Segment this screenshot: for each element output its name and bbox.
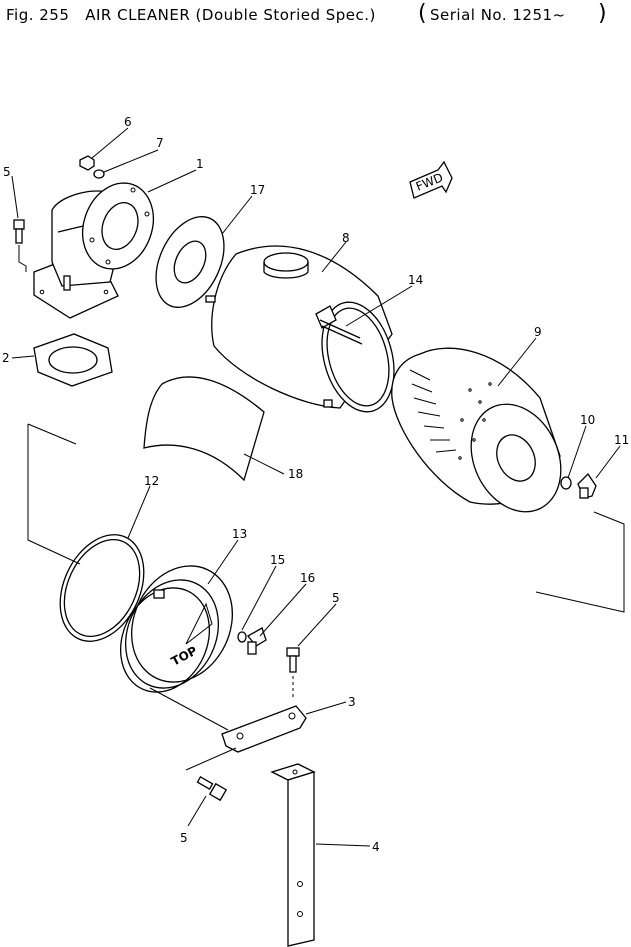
callout-2: 2 bbox=[2, 351, 10, 365]
serial-range: Serial No. 1251~ bbox=[430, 6, 566, 24]
callout-5-center: 5 bbox=[332, 591, 340, 605]
part-11-wing-nut bbox=[577, 472, 597, 499]
callout-8: 8 bbox=[342, 231, 350, 245]
part-16-wing-bolt bbox=[247, 627, 267, 655]
assembly-guide-lines bbox=[27, 423, 625, 771]
part-14-band-clamp bbox=[315, 305, 363, 345]
part-1-elbow-housing bbox=[33, 182, 154, 319]
callout-11: 11 bbox=[614, 433, 629, 447]
callout-14: 14 bbox=[408, 273, 423, 287]
callout-9: 9 bbox=[534, 325, 542, 339]
callout-12: 12 bbox=[144, 474, 159, 488]
part-4-stay bbox=[270, 763, 316, 947]
callout-5-upper: 5 bbox=[3, 165, 11, 179]
figure-title: AIR CLEANER (Double Storied Spec.) bbox=[85, 6, 376, 24]
part-12-o-ring bbox=[59, 534, 145, 642]
serial-open-paren: ( bbox=[418, 1, 427, 26]
figure-caption: Fig. 255 AIR CLEANER (Double Storied Spe… bbox=[6, 6, 376, 24]
part-5-bolt-lower-left bbox=[196, 776, 228, 802]
part-3-bracket bbox=[221, 705, 307, 753]
callout-3: 3 bbox=[348, 695, 356, 709]
callout-18: 18 bbox=[288, 467, 303, 481]
part-2-gasket bbox=[33, 333, 113, 387]
part-15-washer bbox=[237, 631, 247, 643]
figure-number: Fig. 255 bbox=[6, 6, 70, 24]
part-5-bolt-center bbox=[286, 647, 300, 700]
callout-4: 4 bbox=[372, 840, 380, 854]
callout-16: 16 bbox=[300, 571, 315, 585]
callout-5-lower: 5 bbox=[180, 831, 188, 845]
callout-13: 13 bbox=[232, 527, 247, 541]
part-13-dust-cover: TOP bbox=[119, 565, 234, 693]
callout-7: 7 bbox=[156, 136, 164, 150]
part-18-cover-sheet bbox=[143, 376, 265, 482]
part-10-washer bbox=[560, 476, 572, 490]
part-7-washer bbox=[93, 169, 105, 179]
callout-17: 17 bbox=[250, 183, 265, 197]
callout-6: 6 bbox=[124, 115, 132, 129]
callout-numbers: 6 7 1 5 17 8 14 9 2 10 11 18 12 13 15 16… bbox=[2, 115, 629, 854]
forward-direction-marker: FWD bbox=[409, 160, 453, 199]
callout-15: 15 bbox=[270, 553, 285, 567]
part-6-nut bbox=[79, 155, 95, 171]
part-9-filter-element bbox=[391, 347, 562, 513]
callout-leader-lines bbox=[11, 127, 621, 847]
callout-10: 10 bbox=[580, 413, 595, 427]
part-5-bolt-upper-left bbox=[13, 219, 27, 272]
callout-1: 1 bbox=[196, 157, 204, 171]
serial-close-paren: ) bbox=[598, 1, 607, 26]
figure-header: Fig. 255 AIR CLEANER (Double Storied Spe… bbox=[0, 0, 631, 40]
part-17-flange-gasket bbox=[155, 216, 225, 308]
